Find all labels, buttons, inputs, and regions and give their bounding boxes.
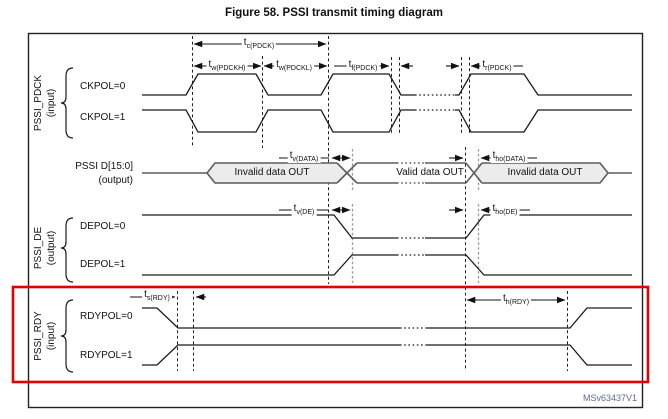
trace-label-ckpol0: CKPOL=0 [80,81,126,92]
timing-label-tho-de: tho(DE) [490,203,520,216]
timing-label-tw-pdckh: tw(PDCKH) [206,59,248,72]
curly-brace-icons [60,67,74,373]
bus-segment-invalid-2: Invalid data OUT [507,167,583,178]
timing-label-tho-data: tho(DATA) [490,150,528,163]
dashed-guide-lines [177,36,568,371]
figure-title: Figure 58. PSSI transmit timing diagram [225,7,443,19]
group-dir-de: (output) [46,230,57,266]
signal-dir-data: (output) [98,175,133,186]
highlight-box [11,285,650,384]
timing-label-tc-pdck: tc(PDCK) [241,37,277,50]
trace-label-depol0: DEPOL=0 [80,221,126,232]
clock-waveforms [142,73,632,133]
timing-label-tv-data: tv(DATA) [287,150,321,163]
data-bus-waveform [142,162,632,184]
trace-label-depol1: DEPOL=1 [80,259,126,270]
timing-label-tv-de: tv(DE) [291,203,317,216]
timing-label-tr-pdck: tr(PDCK) [480,59,514,72]
trace-label-rdypol0: RDYPOL=0 [80,311,133,322]
group-label-pdck: PSSI_PDCK [33,74,44,132]
timing-label-tw-pdckl: tw(PDCKL) [274,59,314,72]
trace-label-rdypol1: RDYPOL=1 [80,350,133,361]
group-dir-pdck: (input) [46,88,57,118]
trace-label-ckpol1: CKPOL=1 [80,112,126,123]
group-dir-rdy: (input) [46,321,57,351]
bus-segment-valid: Valid data OUT [396,167,464,178]
timing-label-tf-pdck: tf(PDCK) [346,59,380,72]
watermark-label: MSv63437V1 [582,393,637,403]
timing-label-ts-rdy: ts(RDY) [142,289,172,302]
rdy-waveforms [142,307,632,366]
group-label-de: PSSI_DE [33,226,44,270]
group-label-rdy: PSSI_RDY [33,311,44,361]
de-waveforms [142,214,632,276]
signal-label-data: PSSI D[15:0] [75,161,133,172]
figure-frame [27,32,644,409]
bus-segment-invalid-1: Invalid data OUT [234,167,310,178]
timing-label-th-rdy: th(RDY) [500,293,532,306]
